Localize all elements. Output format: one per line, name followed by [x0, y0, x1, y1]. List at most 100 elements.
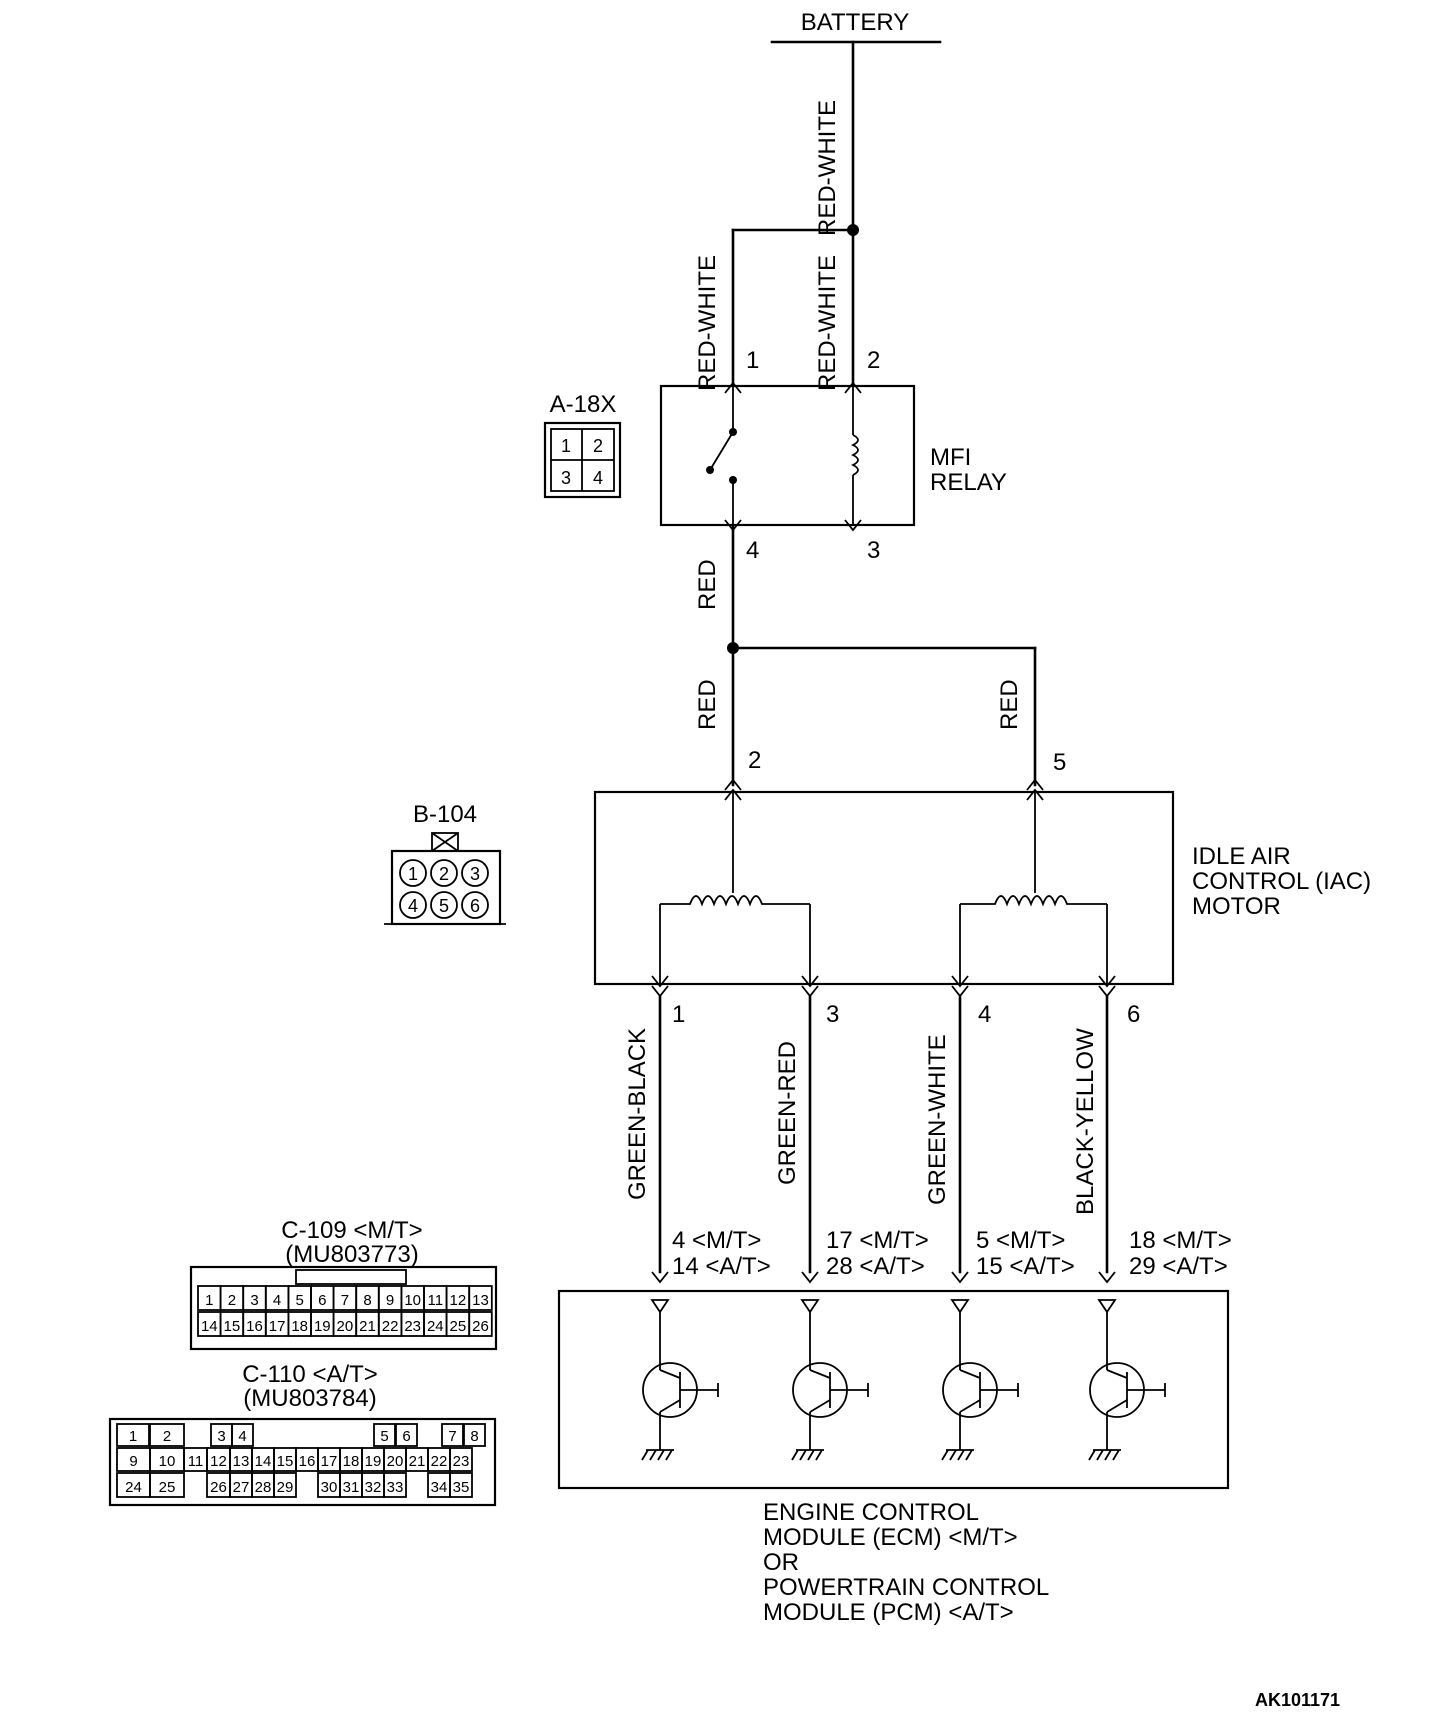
c110-pin-35-cell: [449, 1472, 473, 1498]
iac-pin5-terminal-2: [1026, 788, 1044, 801]
c110-pin-17: 17: [321, 1453, 338, 1470]
c109-outline: [189, 1265, 498, 1351]
ecm-terminal-2-mark: [801, 1271, 819, 1284]
ecm-terminal-4-mt: 18 <M/T>: [1129, 1227, 1232, 1254]
iac-motor-box: [593, 790, 1175, 986]
c110-pin-7: 7: [448, 1428, 456, 1445]
c110-pin-2-cell: [149, 1423, 185, 1447]
relay-pin-4: 4: [746, 537, 759, 564]
iac-connector-latch-x2: [431, 832, 459, 852]
c110-pin-29: 29: [277, 1479, 294, 1496]
relay-pin2-terminal: [844, 381, 862, 394]
c109-pin-5: 5: [296, 1292, 304, 1309]
c109-pin-26-cell: [468, 1311, 493, 1337]
ecm-terminal-2-at: 28 <A/T>: [826, 1253, 925, 1280]
wire-label-iac-pin5: RED: [996, 679, 1023, 730]
iac-pin6-terminal-2: [1098, 985, 1116, 998]
c110-outline: [108, 1417, 497, 1507]
iac-connector-cavity-5: [430, 891, 458, 919]
iac-pin1-terminal: [651, 975, 669, 988]
ecm-name-line1: ENGINE CONTROL: [763, 1499, 979, 1526]
c110-pin-8-cell: [463, 1423, 486, 1447]
c110-pin-30: 30: [321, 1479, 338, 1496]
relay-pin-1: 1: [746, 347, 759, 374]
transistor-1-icon: [641, 1299, 719, 1461]
relay-pin1-terminal: [724, 381, 742, 394]
c110-pin-16: 16: [299, 1453, 316, 1470]
c110-pin-2: 2: [163, 1428, 171, 1445]
relay-switch-pivot: [706, 466, 714, 474]
wire-label-relay-pin1: RED-WHITE: [694, 255, 721, 391]
c110-pin-26: 26: [210, 1479, 227, 1496]
transistor-3-icon: [941, 1299, 1019, 1461]
wire-label-iac1: GREEN-BLACK: [624, 1028, 651, 1200]
ecm-box: [557, 1289, 1230, 1490]
c110-pin-32: 32: [365, 1479, 382, 1496]
relay-connector-pin-4: 4: [593, 468, 603, 488]
c110-pin-28: 28: [255, 1479, 272, 1496]
c110-part: (MU803784): [243, 1385, 376, 1412]
c110-pin-3: 3: [217, 1428, 225, 1445]
c110-pin-7-cell: [441, 1423, 464, 1447]
c109-pin-4: 4: [273, 1292, 281, 1309]
c109-pin-10: 10: [404, 1292, 421, 1309]
c110-pin-23-cell: [449, 1447, 473, 1472]
c110-pin-18: 18: [343, 1453, 360, 1470]
iac-coil-right-icon: [960, 895, 1107, 907]
c110-pin-11: 11: [188, 1453, 204, 1470]
c110-pin-25-cell: [149, 1472, 185, 1498]
relay-pin-3: 3: [867, 537, 880, 564]
iac-connector-cavity-6: [461, 891, 489, 919]
c110-pin-14: 14: [255, 1453, 272, 1470]
c110-pin-5-cell: [373, 1423, 396, 1447]
iac-pin5-terminal: [1026, 778, 1044, 791]
c109-pin-6: 6: [318, 1292, 326, 1309]
c110-pin-35: 35: [453, 1479, 470, 1496]
iac-connector-cavity-4: [399, 891, 427, 919]
iac-pin-4: 4: [978, 1001, 991, 1028]
c110-pin-6-cell: [395, 1423, 418, 1447]
c109-pin-12: 12: [450, 1292, 467, 1309]
c110-pin-9: 9: [129, 1453, 137, 1470]
c110-pin-15: 15: [277, 1453, 294, 1470]
c110-pin-5: 5: [380, 1428, 388, 1445]
figure-id: AK101171: [1255, 1690, 1340, 1710]
iac-connector-pin-1: 1: [408, 864, 418, 884]
c110-pin-33-cell: [383, 1472, 407, 1498]
c110-pin-1-cell: [116, 1423, 150, 1447]
iac-pin-3: 3: [826, 1001, 839, 1028]
wire-label-iac6: BLACK-YELLOW: [1072, 1028, 1099, 1215]
wire-label-iac-pin2: RED: [694, 679, 721, 730]
iac-name-line2: CONTROL (IAC): [1192, 868, 1371, 895]
c109-pin-13: 13: [472, 1292, 489, 1309]
ecm-terminal-4-mark: [1098, 1271, 1116, 1284]
c109-pin-9: 9: [386, 1292, 394, 1309]
iac-connector-pin-5: 5: [439, 896, 449, 916]
wire-label-iac3: GREEN-RED: [774, 1041, 801, 1185]
mfi-relay-box: [659, 384, 916, 527]
wire-label-relay-out: RED: [694, 559, 721, 610]
c109-pin-13-cell: [468, 1285, 493, 1311]
ecm-name-line4: POWERTRAIN CONTROL: [763, 1574, 1049, 1601]
c110-pin-1: 1: [129, 1428, 137, 1445]
relay-pin3-terminal: [844, 519, 862, 532]
c110-pin-4: 4: [238, 1428, 246, 1445]
c109-pin-18: 18: [291, 1318, 308, 1335]
c109-pin-23: 23: [404, 1318, 421, 1335]
c109-pin-25: 25: [450, 1318, 467, 1335]
relay-name-line2: RELAY: [930, 469, 1007, 496]
ecm-terminal-2-mt: 17 <M/T>: [826, 1227, 929, 1254]
c110-title: C-110 <A/T>: [242, 1361, 378, 1388]
c110-pin-24: 24: [125, 1479, 142, 1496]
iac-pin1-terminal-2: [651, 985, 669, 998]
c110-pin-27: 27: [233, 1479, 250, 1496]
c110-pin-25: 25: [159, 1479, 176, 1496]
c109-pin-14: 14: [201, 1318, 218, 1335]
c110-pin-21: 21: [409, 1453, 426, 1470]
c110-pin-13: 13: [233, 1453, 250, 1470]
iac-coil-left-icon: [660, 895, 810, 907]
c109-pin-1: 1: [205, 1292, 213, 1309]
c110-pin-22: 22: [431, 1453, 448, 1470]
relay-connector-pin-2: 2: [593, 436, 603, 456]
relay-pin-2: 2: [867, 347, 880, 374]
